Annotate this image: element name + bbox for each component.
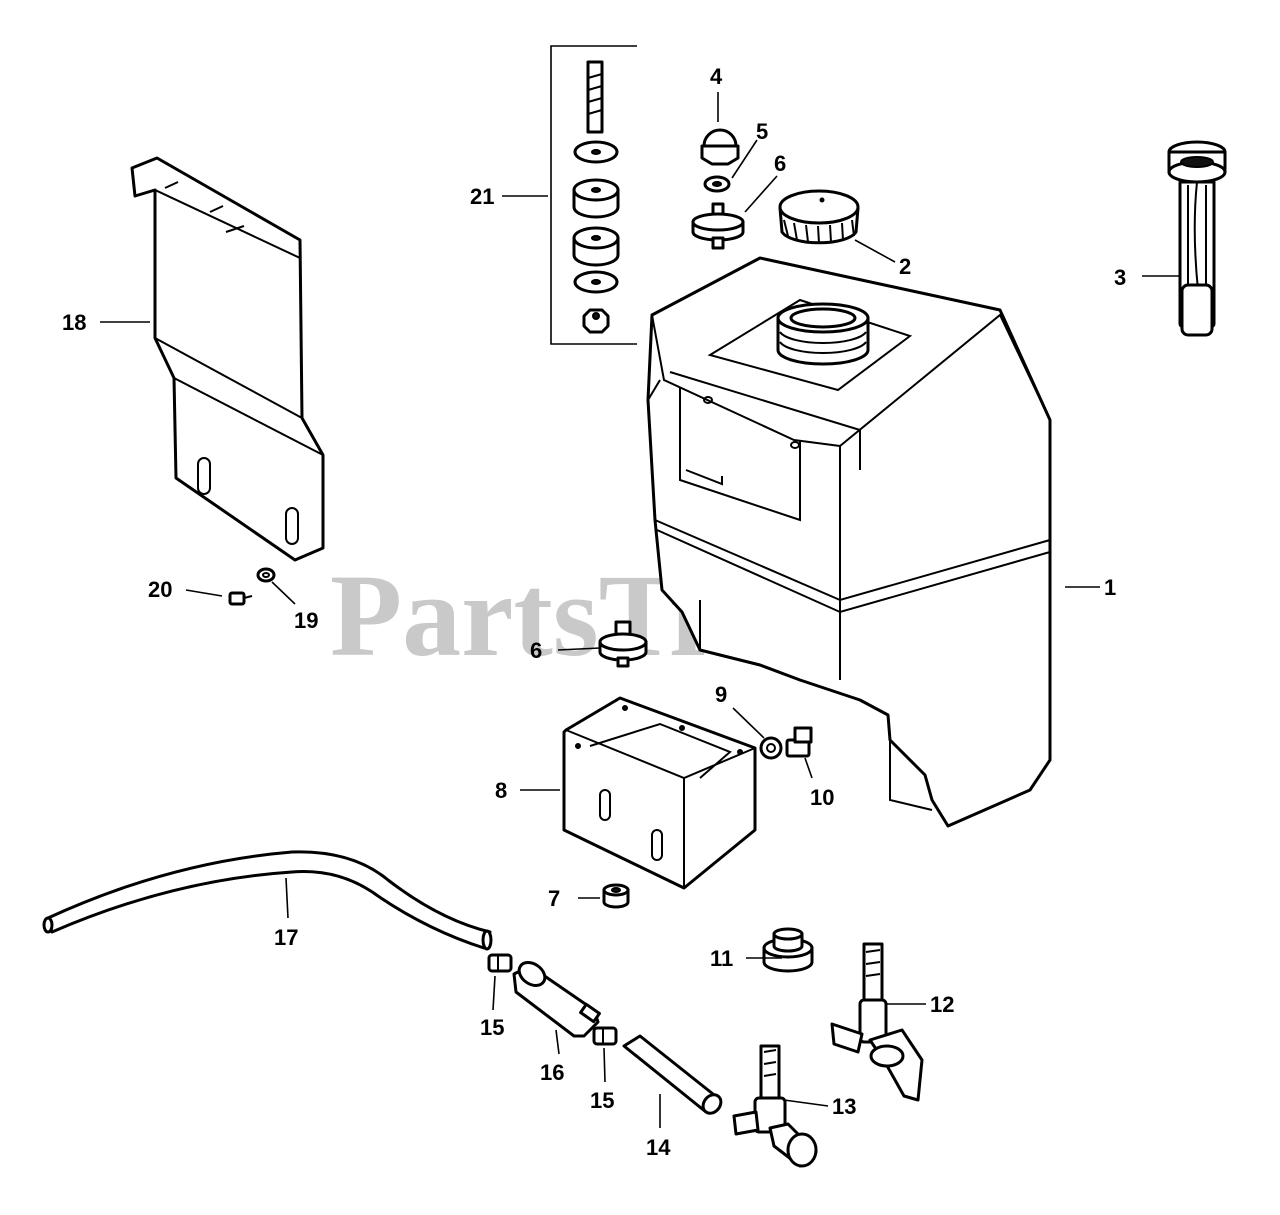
part-18-bracket[interactable]	[130, 156, 325, 562]
callout-labels: 1 2 3 4 5 6 6 7 8 9 10 11 12 13 14 15 15…	[62, 64, 1126, 1160]
part-8-support-bracket[interactable]	[562, 696, 757, 890]
part-13-shutoff-valve[interactable]	[732, 1044, 818, 1168]
callout-2: 2	[899, 254, 911, 279]
callout-13: 13	[832, 1094, 856, 1119]
callout-8: 8	[495, 778, 507, 803]
part-16-fuel-filter[interactable]	[512, 958, 601, 1038]
callout-10: 10	[810, 785, 834, 810]
part-15-hose-clamp-left[interactable]	[487, 953, 513, 973]
callout-12: 12	[930, 992, 954, 1017]
callout-20: 20	[148, 577, 172, 602]
leader-lines	[100, 92, 1180, 1128]
part-5-washer[interactable]	[703, 175, 731, 193]
callout-17: 17	[274, 925, 298, 950]
part-11-bushing[interactable]	[762, 927, 814, 973]
callout-9: 9	[715, 682, 727, 707]
part-4-cap-nut[interactable]	[700, 128, 740, 166]
callout-19: 19	[294, 608, 318, 633]
callout-18: 18	[62, 310, 86, 335]
part-3-fuel-gauge[interactable]	[1167, 140, 1227, 337]
callout-11: 11	[710, 946, 733, 971]
callout-7: 7	[548, 886, 560, 911]
part-7-grommet[interactable]	[602, 883, 630, 909]
part-21-hardware-stack[interactable]	[550, 45, 637, 345]
part-17-fuel-line[interactable]	[42, 850, 493, 951]
part-15-hose-clamp-right[interactable]	[592, 1026, 618, 1046]
part-9-washer[interactable]	[759, 736, 783, 760]
callout-4: 4	[710, 64, 723, 89]
callout-1: 1	[1104, 575, 1116, 600]
callout-3: 3	[1114, 265, 1126, 290]
part-1-fuel-tank[interactable]	[646, 256, 1052, 828]
callout-5: 5	[756, 119, 768, 144]
part-19-washer[interactable]	[256, 567, 276, 583]
callout-16: 16	[540, 1060, 564, 1085]
part-6-isolator-mount-top[interactable]	[691, 202, 745, 250]
part-20-screw[interactable]	[228, 591, 253, 606]
part-6-isolator-mount-bottom[interactable]	[598, 620, 648, 668]
callout-6-top: 6	[774, 151, 786, 176]
part-10-drain-plug[interactable]	[785, 726, 813, 758]
callout-15-left: 15	[480, 1015, 504, 1040]
callout-14: 14	[646, 1135, 671, 1160]
callout-6-bottom: 6	[530, 638, 542, 663]
callout-15-right: 15	[590, 1088, 614, 1113]
part-2-fuel-cap[interactable]	[778, 189, 860, 245]
part-14-hose[interactable]	[622, 1034, 725, 1117]
part-12-fuel-valve[interactable]	[830, 942, 924, 1102]
callout-21: 21	[470, 184, 494, 209]
